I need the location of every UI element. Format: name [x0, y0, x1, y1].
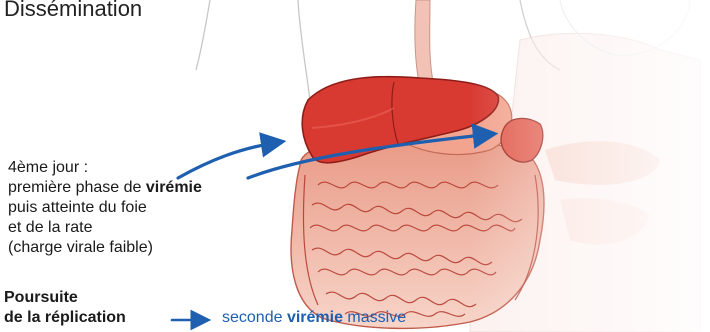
viremia-result: seconde virémie massive — [222, 308, 406, 328]
esophagus-illustration — [415, 0, 434, 88]
page-title: Dissémination — [4, 0, 142, 22]
result-suffix: massive — [343, 309, 406, 326]
fade-overlay — [470, 0, 710, 332]
day4-line2: première phase de virémie — [8, 178, 202, 198]
day4-annotation: 4ème jour : première phase de virémie pu… — [8, 158, 202, 258]
replication-line2: de la réplication — [4, 308, 126, 328]
day4-line3: puis atteinte du foie — [8, 198, 202, 218]
result-emph: virémie — [287, 309, 343, 326]
day4-line4: et de la rate — [8, 218, 202, 238]
day4-line5: (charge virale faible) — [8, 238, 202, 258]
replication-line1: Poursuite — [4, 288, 126, 308]
replication-annotation: Poursuite de la réplication — [4, 288, 126, 328]
day4-line1: 4ème jour : — [8, 158, 202, 178]
day4-line2-prefix: première phase de — [8, 179, 146, 196]
day4-line2-emph: virémie — [146, 179, 202, 196]
result-prefix: seconde — [222, 309, 287, 326]
